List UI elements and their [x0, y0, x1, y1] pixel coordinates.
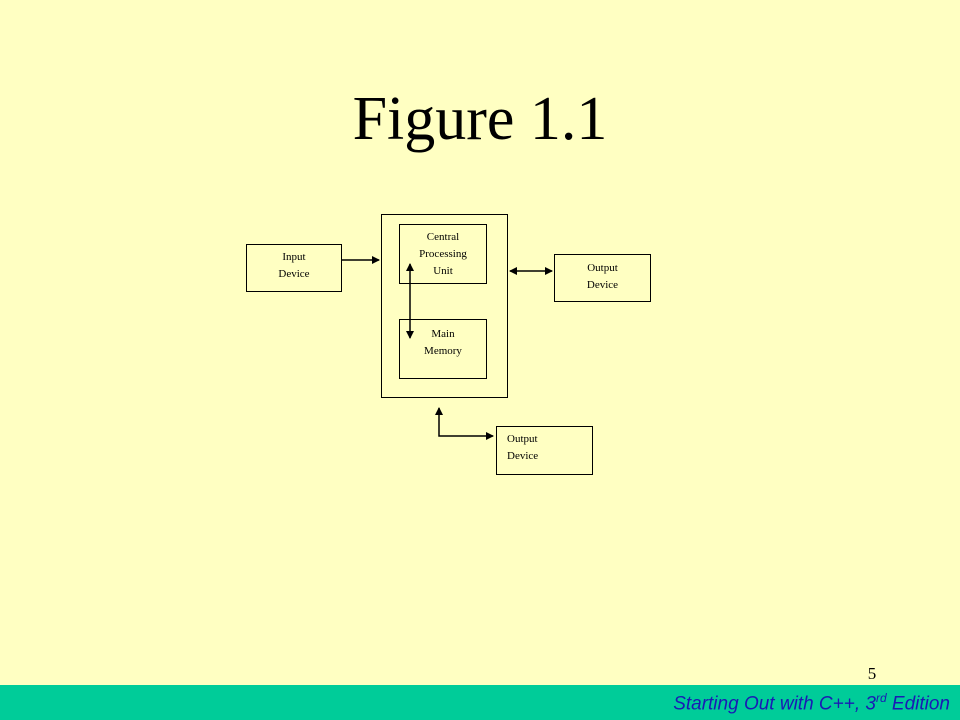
input-device-label-line-2: Device	[278, 268, 310, 280]
cpu-label-line-3: Unit	[433, 265, 453, 277]
footer-book-title: Starting Out with C++, 3rd Edition	[673, 691, 950, 715]
input-device-label-line-1: Input	[282, 251, 306, 263]
output-device-bottom-label-line-1: Output	[507, 433, 538, 445]
cpu-label-line-1: Central	[426, 231, 460, 243]
output-device-right-box: Output Device	[554, 254, 651, 302]
memory-label-line-1: Main	[431, 328, 455, 340]
footer-text-edition: Edition	[886, 693, 950, 715]
cpu-box: Central Processing Unit	[399, 224, 487, 284]
input-device-box: Input Device	[246, 244, 342, 292]
cpu-label-line-2: Processing	[419, 248, 467, 260]
slide-title: Figure 1.1	[352, 85, 608, 153]
footer-text-main: Starting Out with C++, 3	[673, 693, 876, 715]
main-memory-box: Main Memory	[399, 319, 487, 379]
output-device-bottom-label-line-2: Device	[507, 450, 539, 462]
footer-bar: Starting Out with C++, 3rd Edition	[0, 685, 960, 720]
footer-text-superscript: rd	[875, 691, 887, 705]
computer-to-bottom-output-arrow	[435, 407, 494, 440]
output-device-right-label-line-2: Device	[586, 279, 619, 291]
memory-label-line-2: Memory	[424, 345, 462, 357]
page-number: 5	[867, 664, 877, 683]
output-device-right-label-line-1: Output	[587, 262, 618, 274]
output-device-bottom-box: Output Device	[496, 426, 593, 475]
